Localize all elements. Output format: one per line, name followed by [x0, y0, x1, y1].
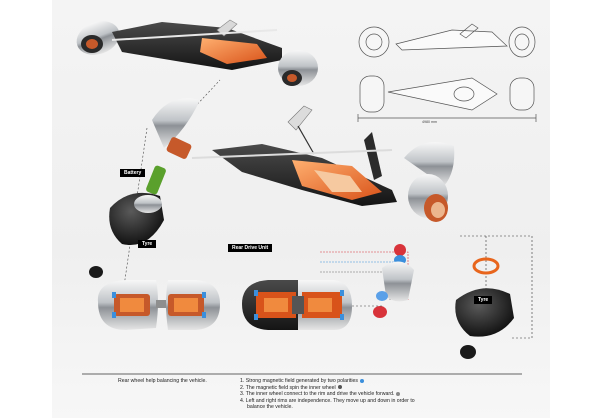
- inner-hub: [382, 261, 414, 302]
- seat-top: [200, 38, 267, 64]
- front-wheel-cutaway: [242, 280, 382, 330]
- label-battery: Battery: [120, 169, 146, 177]
- note-item: 2. The magnetic field spin the inner whe…: [240, 385, 540, 392]
- technical-drawings: [357, 23, 537, 122]
- hub-cap-right: [460, 345, 476, 359]
- vehicle-illustration: [76, 19, 537, 375]
- polarity-dot-icon: [359, 378, 364, 383]
- notes-list: 1. Strong magnetic field generated by tw…: [240, 378, 540, 411]
- hub-cap-left: [89, 266, 103, 278]
- inner-wheel-dot-icon: [337, 385, 342, 390]
- rear-motor: [166, 137, 192, 159]
- note-item: balance the vehicle.: [247, 404, 293, 411]
- note-item: 3. The inner wheel connect to the rim an…: [240, 391, 540, 398]
- orange-ring: [472, 257, 500, 275]
- battery: [146, 165, 166, 195]
- dimension-label: 4980 mm: [422, 120, 437, 124]
- polarity-red: [394, 244, 406, 256]
- rear-fender: [152, 98, 200, 148]
- rim-dot-icon: [396, 391, 401, 396]
- note-item: 4. Left and right rims are independence.…: [240, 397, 415, 404]
- exploded-vehicle: [89, 79, 533, 359]
- note-item: 1. Strong magnetic field generated by tw…: [240, 378, 540, 385]
- tyre-right: [455, 288, 514, 337]
- front-fender: [404, 142, 455, 186]
- label-tyre-right: Tyre: [474, 296, 493, 304]
- steering: [287, 105, 313, 131]
- assembled-vehicle: [76, 19, 318, 86]
- label-tyre-left: Tyre: [138, 240, 157, 248]
- rear-wheel-caption: Rear wheel help balancing the vehicle.: [118, 378, 207, 384]
- concept-board: Battery Tyre Rear Drive Unit Tyre 4980 m…: [52, 0, 550, 418]
- rear-wheel-cutaway: [97, 280, 220, 330]
- label-rear-drive-unit: Rear Drive Unit: [228, 244, 273, 252]
